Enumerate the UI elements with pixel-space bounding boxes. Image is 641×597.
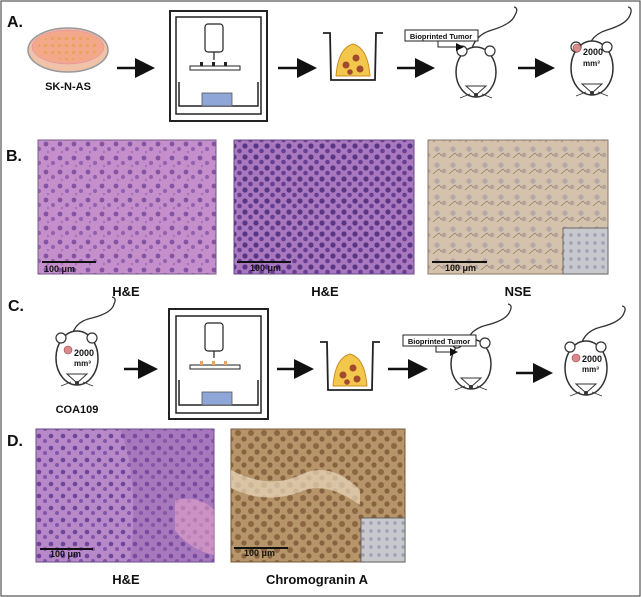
mouse-tumor-icon (564, 305, 626, 397)
tag-pointer (437, 41, 464, 51)
panel-c: C. 2000 mm³ COA109 (8, 296, 626, 420)
tumor-volume-unit: mm³ (583, 59, 600, 68)
mouse-tumor-icon (570, 6, 632, 97)
bioprinted-tag-box (404, 29, 479, 42)
caption-chromogranin: Chromogranin A (266, 572, 369, 587)
panel-a: A. SK-N-AS (7, 6, 632, 122)
donor-mouse-icon (55, 296, 116, 387)
scale-bar-label: 100 μm (44, 264, 75, 274)
scale-bar-label: 100 μm (244, 548, 275, 558)
caption-he-1: H&E (112, 284, 140, 299)
panel-b-label: B. (6, 148, 22, 165)
micrograph-he-1 (37, 139, 217, 275)
bioprinter-icon (168, 308, 269, 420)
bioprinted-tag-label: Bioprinted Tumor (410, 32, 472, 41)
bioprinted-tag-box (402, 334, 477, 347)
pdx-volume-number: 2000 (74, 348, 94, 358)
caption-he-2: H&E (311, 284, 339, 299)
pdx-label: COA109 (56, 404, 99, 416)
micrograph-nse-inset (562, 227, 609, 275)
caption-nse: NSE (505, 284, 532, 299)
micrograph-he-d-stroma (175, 498, 214, 555)
cell-line-label: SK-N-AS (45, 81, 91, 93)
panel-c-label: C. (8, 298, 24, 315)
panel-a-label: A. (7, 14, 23, 31)
tumor-volume-number: 2000 (582, 354, 602, 364)
bioprinter-icon (169, 10, 268, 122)
culture-well-icon (320, 341, 380, 391)
scale-bar-label: 100 μm (445, 263, 476, 273)
bioprinted-tag-label: Bioprinted Tumor (408, 337, 470, 346)
caption-he-d: H&E (112, 572, 140, 587)
tumor-volume-number: 2000 (583, 47, 603, 57)
scale-bar-label: 100 μm (250, 263, 281, 273)
micrograph-chromogranin-inset (360, 517, 406, 563)
scale-bar-label: 100 μm (50, 549, 81, 559)
tag-pointer (435, 346, 458, 356)
tumor-volume-unit: mm³ (582, 365, 599, 374)
panel-b: B. 100 μm 100 μm 100 μm H&E H&E NSE (6, 139, 609, 299)
culture-well-icon (323, 32, 383, 81)
pdx-volume-unit: mm³ (74, 359, 91, 368)
petri-dish-icon (27, 27, 109, 73)
panel-d-label: D. (7, 433, 23, 450)
micrograph-chromogranin-stroma (231, 470, 360, 505)
panel-d: D. 100 μm 100 μm H&E Chromogranin A (7, 428, 406, 587)
micrograph-he-2 (233, 139, 415, 275)
